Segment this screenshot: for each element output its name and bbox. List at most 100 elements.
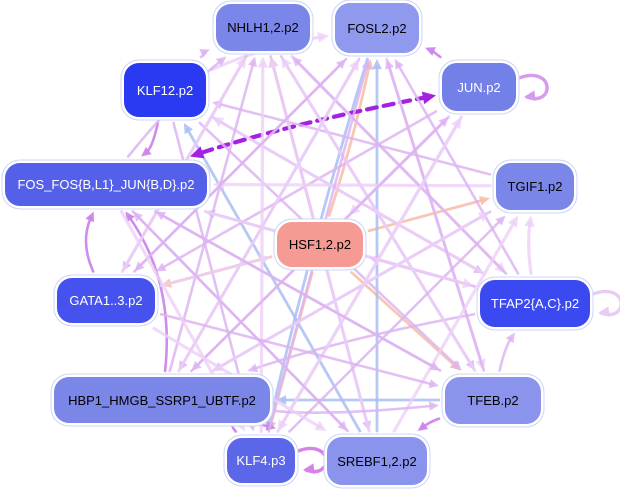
arrowhead	[212, 117, 225, 128]
node-gata[interactable]: GATA1..3.p2	[57, 277, 155, 323]
arrowhead	[292, 56, 303, 67]
edge-fos-tfeb[interactable]	[153, 210, 441, 371]
node-label: FOSL2.p2	[347, 20, 407, 36]
node-label: TGIF1.p2	[507, 178, 563, 194]
arrowhead	[189, 146, 205, 159]
arrowhead	[524, 90, 536, 101]
arrowhead	[247, 363, 259, 373]
edge-tfeb-fosl2[interactable]	[385, 59, 486, 372]
arrowhead	[428, 401, 439, 411]
arrowhead	[247, 56, 257, 68]
arrowhead	[461, 278, 474, 289]
arrowhead	[372, 59, 382, 70]
arrowhead	[155, 262, 167, 272]
arrowhead	[361, 59, 371, 70]
arrowhead	[258, 254, 271, 265]
arrowhead	[495, 215, 506, 226]
edge-gata-fosl2[interactable]	[133, 59, 347, 273]
node-label: TFEB.p2	[467, 392, 519, 408]
arrowhead	[451, 360, 462, 371]
arrowhead	[268, 56, 279, 69]
edge-klf12-fos[interactable]	[141, 121, 160, 157]
node-nhlh1[interactable]: NHLH1,2.p2	[216, 3, 310, 51]
edge-tfap2-tgif1[interactable]	[524, 215, 535, 276]
node-tfap2[interactable]: TFAP2{A,C}.p2	[480, 279, 590, 327]
edge-tfeb-nhlh1[interactable]	[281, 56, 477, 373]
edge-gata-fos[interactable]	[84, 211, 95, 273]
edge-hsf1-tgif1[interactable]	[367, 196, 490, 233]
edge-fos-srebf1[interactable]	[131, 210, 348, 432]
edge-hbp1-fosl2[interactable]	[177, 59, 360, 373]
edge-jun-fosl2[interactable]	[425, 47, 442, 59]
arrowhead	[438, 117, 449, 128]
edge-tfeb-tfap2[interactable]	[498, 332, 516, 372]
edge-tfap2-klf12[interactable]	[212, 117, 486, 276]
node-klf4[interactable]: KLF4.p3	[227, 437, 295, 483]
arrowhead	[199, 48, 210, 58]
arrowhead	[348, 59, 360, 72]
arrowhead	[141, 146, 152, 157]
node-hbp1[interactable]: HBP1_HMGB_SSRP1_UBTF.p2	[54, 377, 270, 423]
arrowhead	[337, 420, 348, 431]
node-klf12[interactable]: KLF12.p2	[124, 63, 206, 117]
arrowhead	[215, 56, 227, 67]
node-label: SREBF1,2.p2	[337, 453, 417, 469]
edge-klf4-nhlh1[interactable]	[257, 56, 269, 434]
edge-hbp1-tgif1[interactable]	[210, 211, 490, 373]
arrowhead	[451, 117, 462, 130]
node-tgif1[interactable]: TGIF1.p2	[496, 162, 574, 210]
arrowhead	[421, 91, 436, 105]
arrowhead	[478, 196, 490, 206]
arrowhead	[85, 211, 94, 223]
edge-tfeb-srebf1[interactable]	[417, 417, 441, 431]
arrowhead	[183, 123, 194, 135]
edge-gata-tfeb[interactable]	[159, 312, 439, 389]
arrowhead	[317, 32, 329, 43]
arrowhead	[507, 215, 519, 228]
node-label: KLF12.p2	[136, 82, 194, 98]
arrowhead	[417, 421, 429, 431]
arrowhead	[281, 56, 292, 69]
arrowhead	[314, 420, 327, 431]
node-label: NHLH1,2.p2	[227, 19, 299, 35]
edge-srebf1-tgif1[interactable]	[392, 215, 519, 433]
node-fos[interactable]: FOS_FOS{B,L1}_JUN{B,D}.p2	[5, 162, 207, 206]
node-label: TFAP2{A,C}.p2	[490, 295, 580, 311]
edge-hbp1-nhlh1[interactable]	[168, 56, 257, 373]
node-label: JUN.p2	[457, 79, 501, 95]
arrowhead	[524, 215, 535, 228]
self-loop-tfap2[interactable]	[591, 290, 620, 317]
node-fosl2[interactable]: FOSL2.p2	[335, 3, 419, 53]
self-loop-jun[interactable]	[517, 74, 549, 101]
edge-klf12-nhlh1[interactable]	[199, 48, 210, 59]
node-label: HSF1,2.p2	[288, 236, 352, 252]
edge-hbp1-tfeb[interactable]	[274, 401, 439, 414]
node-jun[interactable]: JUN.p2	[442, 63, 516, 111]
node-tfeb[interactable]: TFEB.p2	[445, 376, 541, 424]
edge-tfap2-fosl2[interactable]	[394, 59, 520, 275]
arrowhead	[598, 306, 610, 317]
edge-klf4-jun[interactable]	[276, 117, 462, 434]
arrowhead	[235, 56, 247, 69]
node-label: KLF4.p3	[236, 452, 286, 468]
arrowhead	[394, 59, 404, 70]
arrowhead	[257, 56, 269, 68]
arrowhead	[246, 420, 256, 432]
node-hsf1[interactable]: HSF1,2.p2	[277, 221, 363, 267]
arrowhead	[429, 361, 441, 371]
arrowhead	[303, 463, 315, 474]
self-loop-klf4[interactable]	[296, 447, 328, 474]
arrowhead	[428, 379, 439, 389]
edge-jun-gata[interactable]	[155, 110, 438, 272]
arrowhead	[335, 59, 347, 70]
edge-klf4-tgif1[interactable]	[288, 215, 506, 433]
edge-srebf1-fosl2[interactable]	[372, 59, 382, 433]
node-label: GATA1..3.p2	[69, 292, 143, 308]
arrowhead	[276, 395, 287, 405]
node-srebf1[interactable]: SREBF1,2.p2	[327, 437, 427, 485]
edge-tgif1-fos[interactable]	[213, 179, 492, 190]
node-label: FOS_FOS{B,L1}_JUN{B,D}.p2	[17, 176, 195, 192]
node-label: HBP1_HMGB_SSRP1_UBTF.p2	[68, 392, 256, 408]
edge-gata-hsf1[interactable]	[159, 254, 271, 288]
